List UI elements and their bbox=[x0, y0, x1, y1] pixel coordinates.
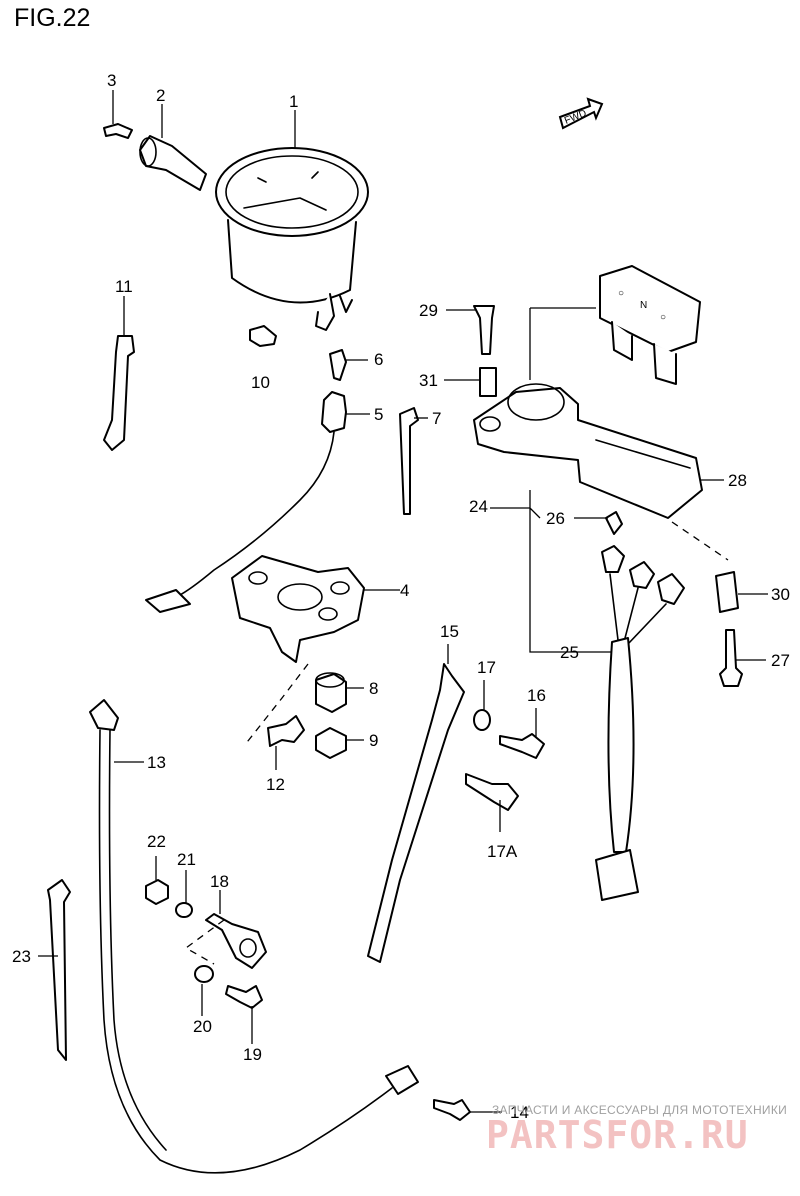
svg-text:○: ○ bbox=[660, 312, 666, 323]
callout-labels: 1 2 3 4 5 6 7 8 9 10 11 12 13 14 15 16 1… bbox=[12, 71, 790, 1122]
cable-tie-part-23 bbox=[47, 879, 71, 1061]
callout-28: 28 bbox=[728, 471, 747, 490]
figure-title: FIG.22 bbox=[14, 4, 91, 32]
assembly-bracket-lines bbox=[490, 307, 612, 653]
fwd-label: FWD bbox=[563, 108, 588, 127]
nut-part-9 bbox=[315, 727, 347, 759]
callout-13: 13 bbox=[147, 753, 166, 772]
callout-15: 15 bbox=[440, 622, 459, 641]
indicator-lens-part: ○ N ○ bbox=[599, 265, 701, 385]
cable-tie-part-7 bbox=[399, 407, 419, 515]
bracket-part-11 bbox=[103, 335, 135, 451]
callout-2: 2 bbox=[156, 86, 165, 105]
clamp-part-18 bbox=[205, 913, 267, 969]
leader-line-dashed bbox=[243, 663, 309, 747]
callout-17: 17 bbox=[477, 658, 496, 677]
watermark-tagline: ЗАПЧАСТИ И АКСЕССУАРЫ ДЛЯ МОТОТЕХНИКИ bbox=[492, 1103, 787, 1117]
callout-24: 24 bbox=[469, 497, 488, 516]
bolt-part-16 bbox=[499, 733, 545, 759]
bolt-part-17a bbox=[465, 773, 519, 811]
leader-line-dashed-3 bbox=[671, 521, 729, 561]
callout-7: 7 bbox=[432, 409, 441, 428]
callout-18: 18 bbox=[210, 872, 229, 891]
indicator-housing-part bbox=[473, 383, 703, 519]
callout-19: 19 bbox=[243, 1045, 262, 1064]
washer-part-20 bbox=[194, 965, 214, 983]
callout-30: 30 bbox=[771, 585, 790, 604]
callout-5: 5 bbox=[374, 405, 383, 424]
bracket-rod-part-15 bbox=[367, 663, 465, 963]
washer-part-21 bbox=[175, 902, 193, 918]
callout-12: 12 bbox=[266, 775, 285, 794]
callout-31: 31 bbox=[419, 371, 438, 390]
nut-part-22 bbox=[145, 879, 169, 905]
spacer-part-31 bbox=[479, 367, 497, 397]
watermark: ЗАПЧАСТИ И АКСЕССУАРЫ ДЛЯ МОТОТЕХНИКИ PA… bbox=[486, 1103, 787, 1157]
bracket-plate-part bbox=[231, 555, 365, 663]
svg-text:N: N bbox=[640, 300, 647, 311]
knob-part bbox=[139, 135, 207, 191]
callout-3: 3 bbox=[107, 71, 116, 90]
bulb-part-26 bbox=[605, 511, 623, 535]
bulb-socket-part bbox=[145, 391, 347, 613]
callout-17a: 17A bbox=[487, 842, 518, 861]
callout-6: 6 bbox=[374, 350, 383, 369]
callout-9: 9 bbox=[369, 731, 378, 750]
callout-20: 20 bbox=[193, 1017, 212, 1036]
callout-8: 8 bbox=[369, 679, 378, 698]
callout-23: 23 bbox=[12, 947, 31, 966]
callout-16: 16 bbox=[527, 686, 546, 705]
fwd-arrow-icon: FWD bbox=[558, 97, 604, 130]
sleeve-part-30 bbox=[715, 571, 739, 613]
wire-harness-part bbox=[595, 545, 685, 901]
screw-part-27 bbox=[719, 629, 743, 687]
screw-part-29 bbox=[473, 305, 495, 355]
screw-part-19 bbox=[225, 985, 263, 1009]
callout-10: 10 bbox=[251, 373, 270, 392]
watermark-brand: PARTSFOR.RU bbox=[486, 1113, 749, 1157]
leader-lines bbox=[38, 90, 768, 1113]
callout-4: 4 bbox=[400, 581, 409, 600]
screw-part-14 bbox=[433, 1099, 471, 1121]
collar-part-8 bbox=[315, 672, 347, 713]
callout-14: 14 bbox=[510, 1103, 529, 1122]
speedometer-cable-part bbox=[89, 699, 419, 1174]
callout-21: 21 bbox=[177, 850, 196, 869]
leader-line-dashed-2 bbox=[184, 919, 225, 965]
block-part-10 bbox=[249, 325, 277, 347]
bolt-part-12 bbox=[267, 715, 305, 747]
callout-25: 25 bbox=[560, 643, 579, 662]
callout-11: 11 bbox=[115, 277, 133, 296]
svg-text:○: ○ bbox=[618, 288, 624, 299]
callout-29: 29 bbox=[419, 301, 438, 320]
washer-part-17 bbox=[473, 709, 491, 731]
clip-part-6 bbox=[329, 349, 347, 381]
callout-1: 1 bbox=[289, 92, 298, 111]
speedometer-part bbox=[215, 147, 369, 331]
callout-22: 22 bbox=[147, 832, 166, 851]
screw-part-3 bbox=[103, 123, 133, 139]
callout-26: 26 bbox=[546, 509, 565, 528]
callout-27: 27 bbox=[771, 651, 790, 670]
